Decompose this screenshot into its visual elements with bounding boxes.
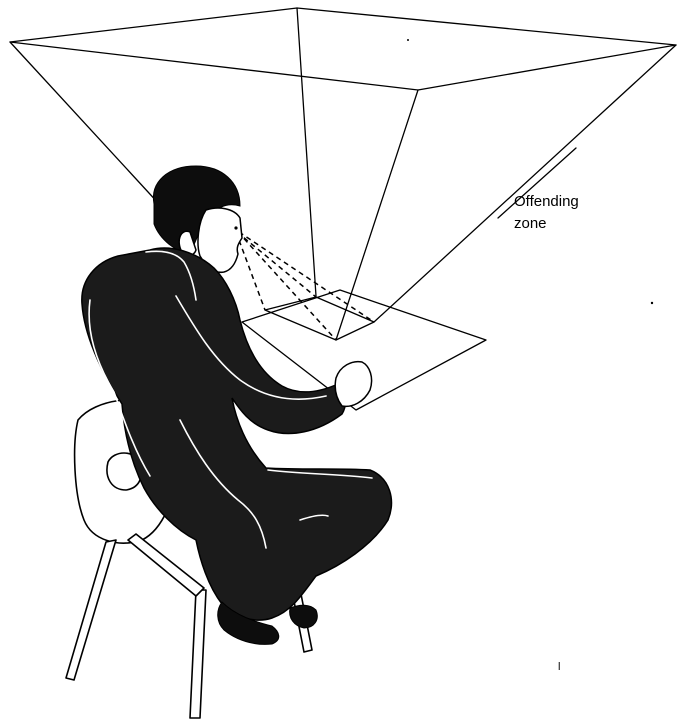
shoe-right [290, 605, 318, 628]
chair-leg-front-left [190, 590, 206, 718]
sight-line-2 [237, 232, 316, 297]
scan-dot-1 [407, 39, 409, 41]
annotation-label-line2: zone [514, 215, 547, 232]
ceiling-zone-plane [10, 8, 676, 90]
hand [335, 362, 371, 407]
reflection-zone [265, 297, 374, 340]
scan-dot-2 [651, 302, 653, 304]
stray-mark: l [558, 661, 560, 673]
annotation-label-line1: Offending [514, 193, 579, 210]
sight-line-1 [236, 232, 265, 310]
pyramid-edge-left [10, 42, 160, 205]
pyramid-edge-right [374, 45, 676, 322]
chair-seat-rail [128, 534, 204, 596]
pyramid-edge-back [297, 8, 316, 296]
sight-line-3 [238, 232, 336, 340]
chair-leg-rear-left [66, 540, 116, 680]
eye [234, 226, 237, 229]
suit-jacket [82, 248, 392, 620]
